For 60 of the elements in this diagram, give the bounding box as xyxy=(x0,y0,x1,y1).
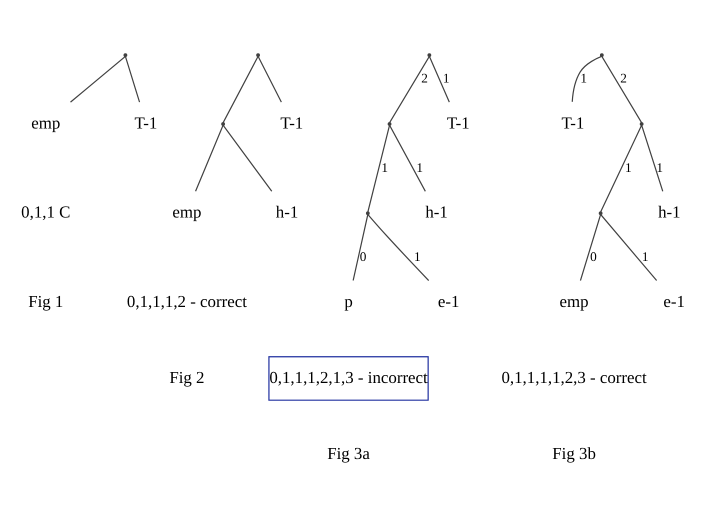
edge-label: 0 xyxy=(360,248,366,264)
node-point xyxy=(600,52,604,57)
label: Fig 3a xyxy=(327,443,370,462)
edge-label: 1 xyxy=(642,248,649,264)
connector xyxy=(389,124,426,192)
node-text: h-1 xyxy=(425,202,448,222)
edge-label: 1 xyxy=(381,159,388,174)
connector xyxy=(368,214,430,280)
edge-label: 1 xyxy=(656,159,664,174)
connector xyxy=(352,214,368,280)
connector xyxy=(70,56,126,102)
connector xyxy=(195,124,224,192)
node-text: emp xyxy=(172,202,202,222)
edge-label: 2 xyxy=(620,70,627,86)
node-text: e-1 xyxy=(438,291,460,310)
connector xyxy=(601,56,642,122)
node-point xyxy=(427,52,432,57)
connector xyxy=(124,56,140,102)
node-point xyxy=(221,122,225,126)
connector xyxy=(428,56,450,102)
connector xyxy=(580,214,602,280)
label: Fig 2 xyxy=(169,367,204,386)
edge-label: 1 xyxy=(625,159,632,174)
connector xyxy=(367,124,390,212)
edge-label: 0 xyxy=(590,248,597,264)
node-text: p xyxy=(344,291,353,310)
connector xyxy=(600,124,642,212)
node-text: T-1 xyxy=(561,112,584,132)
node-text: T-1 xyxy=(280,112,304,132)
edge-label: 2 xyxy=(421,70,428,86)
node-point xyxy=(256,52,260,57)
label: Fig 1 xyxy=(28,291,64,310)
node-point xyxy=(640,122,644,126)
node-point xyxy=(366,210,370,215)
node-text: h-1 xyxy=(658,202,681,222)
node-text: e-1 xyxy=(663,291,685,310)
connector xyxy=(222,124,272,192)
connector xyxy=(572,56,602,102)
node-text: emp xyxy=(31,112,60,132)
connector xyxy=(641,124,664,191)
node-point xyxy=(598,210,603,215)
connector xyxy=(222,56,259,122)
node-box: 0,1,1,1,2,1,3 - incorrect xyxy=(268,356,429,400)
node-text: h-1 xyxy=(276,202,298,222)
node-point xyxy=(388,122,392,126)
connector xyxy=(258,56,282,102)
edge-label: 1 xyxy=(442,70,450,86)
label: 0,1,1,1,2 - correct xyxy=(126,291,247,310)
node-text: T-1 xyxy=(446,112,470,132)
node-text: T-1 xyxy=(134,112,158,132)
edge-label: 1 xyxy=(414,248,421,264)
edge-label: 1 xyxy=(580,70,588,86)
label: 0,1,1 C xyxy=(21,202,70,222)
node-point xyxy=(124,52,128,57)
label: 0,1,1,1,1,2,3 - correct xyxy=(501,367,647,386)
connector xyxy=(389,56,430,122)
connector xyxy=(600,214,658,280)
label: Fig 3b xyxy=(552,443,596,462)
edge-label: 1 xyxy=(416,159,424,174)
node-text: emp xyxy=(560,291,589,310)
